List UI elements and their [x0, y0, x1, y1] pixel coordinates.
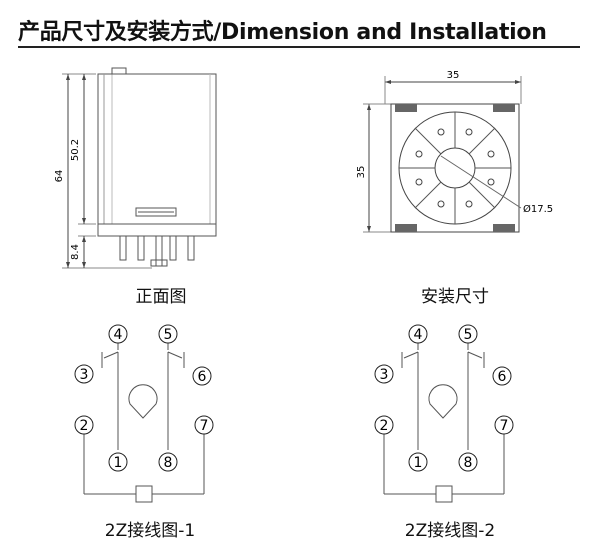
socket-outline [390, 103, 520, 233]
svg-text:1: 1 [114, 455, 123, 471]
dim-pin-length: 8.4 [70, 244, 81, 260]
svg-text:6: 6 [198, 369, 207, 385]
pin-3: 3 [74, 364, 94, 384]
svg-text:7: 7 [200, 418, 209, 434]
svg-text:7: 7 [500, 418, 509, 434]
pin-4: 4 [108, 324, 128, 344]
pin-3: 3 [374, 364, 394, 384]
wiring-diagram-1: 4 5 3 6 2 7 1 8 [74, 324, 214, 503]
dim-width: 35 [447, 70, 460, 81]
pin-7: 7 [494, 415, 514, 435]
dim-height: 35 [356, 166, 367, 179]
svg-text:2: 2 [380, 418, 389, 434]
svg-text:8: 8 [164, 455, 173, 471]
svg-text:4: 4 [114, 327, 123, 343]
svg-text:8: 8 [464, 455, 473, 471]
pin-5: 5 [458, 324, 478, 344]
relay-base [97, 223, 217, 237]
dim-diameter: Ø17.5 [523, 203, 553, 215]
relay-body [97, 73, 217, 225]
dim-body-height: 50.2 [70, 139, 81, 161]
key-notch [128, 384, 158, 419]
svg-text:3: 3 [380, 367, 389, 383]
front-view-drawing: 64 50.2 8.4 [54, 67, 217, 269]
front-view-caption: 正面图 [135, 287, 187, 307]
svg-text:6: 6 [498, 369, 507, 385]
pin-2: 2 [74, 415, 94, 435]
title-rule [18, 46, 580, 48]
socket-pin-holes [415, 128, 495, 208]
svg-text:2: 2 [80, 418, 89, 434]
pin-4: 4 [408, 324, 428, 344]
pin-6: 6 [492, 366, 512, 386]
coil-symbol [435, 485, 453, 503]
pin-7: 7 [194, 415, 214, 435]
page-title: 产品尺寸及安装方式/Dimension and Installation [18, 20, 547, 45]
wiring-1-caption: 2Z接线图-1 [104, 521, 196, 541]
dim-total-height: 64 [54, 170, 65, 183]
pin-8: 8 [458, 452, 478, 472]
socket-spokes [399, 112, 511, 224]
key-notch [428, 384, 458, 419]
svg-text:3: 3 [80, 367, 89, 383]
pin-6: 6 [192, 366, 212, 386]
mount-view-drawing: 35 35 Ø17.5 [356, 70, 553, 233]
wiring-2-caption: 2Z接线图-2 [404, 521, 496, 541]
svg-text:5: 5 [464, 327, 473, 343]
pin-1: 1 [108, 452, 128, 472]
wiring-diagram-2: 4 5 3 6 2 7 1 8 [374, 324, 514, 503]
pin-5: 5 [158, 324, 178, 344]
mount-view-caption: 安装尺寸 [421, 287, 489, 307]
coil-symbol [135, 485, 153, 503]
svg-text:5: 5 [164, 327, 173, 343]
svg-text:4: 4 [414, 327, 423, 343]
pin-2: 2 [374, 415, 394, 435]
pin-1: 1 [408, 452, 428, 472]
pin-8: 8 [158, 452, 178, 472]
svg-text:1: 1 [414, 455, 423, 471]
relay-pins [119, 235, 195, 267]
